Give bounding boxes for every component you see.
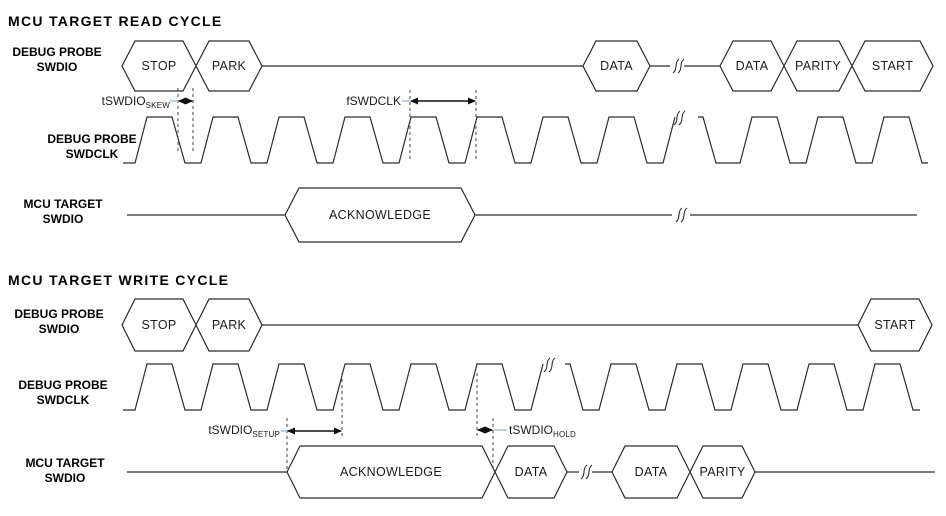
clock-path bbox=[123, 116, 676, 164]
label-write-probe-swdio: DEBUG PROBE SWDIO bbox=[9, 307, 109, 337]
annotation-sub: SETUP bbox=[252, 430, 280, 439]
write-target-swdio-waveform bbox=[127, 445, 935, 499]
read-cycle-title: MCU TARGET READ CYCLE bbox=[8, 13, 223, 29]
break-mark bbox=[675, 207, 683, 223]
label-read-probe-swdio: DEBUG PROBE SWDIO bbox=[7, 45, 107, 75]
bubble-shape bbox=[851, 40, 934, 92]
bubble-data: DATA bbox=[634, 465, 668, 479]
label-read-target-swdio: MCU TARGET SWDIO bbox=[13, 197, 113, 227]
annotation-main: tSWDIO bbox=[101, 94, 146, 108]
arrow-head-right bbox=[185, 97, 193, 105]
read-target-swdio-waveform bbox=[127, 187, 917, 243]
tswdio-hold-label: tSWDIOHOLD bbox=[509, 423, 629, 439]
break-mark bbox=[677, 58, 685, 74]
label-write-target-swdio: MCU TARGET SWDIO bbox=[15, 456, 115, 486]
arrow-head-left bbox=[287, 427, 295, 435]
label-line: SWDCLK bbox=[36, 393, 90, 407]
label-line: MCU TARGET bbox=[23, 197, 103, 211]
break-mark bbox=[678, 110, 686, 126]
label-line: MCU TARGET bbox=[25, 456, 105, 470]
arrow-head-left bbox=[477, 426, 485, 434]
bubble-shape bbox=[857, 298, 933, 352]
fswdclk-label: fSWDCLK bbox=[295, 94, 401, 108]
bubble-parity: PARITY bbox=[794, 59, 842, 73]
break-mark bbox=[673, 110, 681, 126]
annotation-main: fSWDCLK bbox=[346, 94, 401, 108]
write-cycle-title: MCU TARGET WRITE CYCLE bbox=[8, 272, 230, 288]
label-line: SWDCLK bbox=[65, 147, 119, 161]
bubble-park: PARK bbox=[211, 318, 247, 332]
clock-path bbox=[698, 116, 928, 164]
break-mark bbox=[543, 357, 551, 373]
break-mark bbox=[672, 58, 680, 74]
label-line: DEBUG PROBE bbox=[18, 378, 108, 392]
label-line: DEBUG PROBE bbox=[12, 45, 102, 59]
arrow-head-right bbox=[334, 427, 342, 435]
bubble-park: PARK bbox=[211, 59, 247, 73]
write-probe-swdclk-waveform bbox=[123, 357, 920, 411]
bubble-start: START bbox=[871, 59, 914, 73]
clock-path bbox=[123, 363, 544, 411]
bubble-data: DATA bbox=[600, 59, 633, 73]
setup-annotation bbox=[281, 373, 343, 470]
bubble-data: DATA bbox=[735, 59, 769, 73]
label-line: SWDIO bbox=[44, 471, 86, 485]
bubble-stop: STOP bbox=[141, 318, 177, 332]
annotation-sub: HOLD bbox=[553, 430, 577, 439]
tswdio-setup-label: tSWDIOSETUP bbox=[172, 423, 280, 439]
label-line: SWDIO bbox=[36, 60, 78, 74]
bubble-acknowledge: ACKNOWLEDGE bbox=[329, 208, 431, 222]
arrow-head-left bbox=[410, 97, 418, 105]
break-mark bbox=[585, 464, 593, 480]
arrow-head-right bbox=[485, 426, 493, 434]
bubble-stop: STOP bbox=[141, 59, 177, 73]
break-mark bbox=[580, 464, 588, 480]
hold-annotation bbox=[476, 373, 507, 470]
read-probe-swdio-waveform bbox=[121, 40, 934, 92]
skew-annotation bbox=[170, 88, 194, 152]
arrow-head-right bbox=[468, 97, 476, 105]
tswdio-skew-label: tSWDIOSKEW bbox=[60, 94, 170, 110]
read-probe-swdclk-waveform bbox=[123, 110, 928, 164]
write-probe-swdio-waveform bbox=[121, 298, 933, 352]
bubble-parity: PARITY bbox=[699, 465, 746, 479]
annotation-sub: SKEW bbox=[145, 101, 170, 110]
bubble-start: START bbox=[874, 318, 916, 332]
label-line: DEBUG PROBE bbox=[14, 307, 104, 321]
label-line: SWDIO bbox=[38, 322, 80, 336]
label-line: DEBUG PROBE bbox=[47, 132, 137, 146]
bubble-acknowledge: ACKNOWLEDGE bbox=[340, 465, 442, 479]
annotation-main: tSWDIO bbox=[208, 423, 253, 437]
label-read-probe-swdclk: DEBUG PROBE SWDCLK bbox=[42, 132, 142, 162]
bubble-data: DATA bbox=[514, 465, 548, 479]
break-mark bbox=[548, 357, 556, 373]
label-write-probe-swdclk: DEBUG PROBE SWDCLK bbox=[13, 378, 113, 408]
arrow-head-left bbox=[178, 97, 186, 105]
break-mark bbox=[680, 207, 688, 223]
fswdclk-annotation bbox=[402, 90, 477, 160]
label-line: SWDIO bbox=[42, 212, 84, 226]
annotation-main: tSWDIO bbox=[509, 423, 553, 437]
clock-path bbox=[565, 363, 920, 411]
